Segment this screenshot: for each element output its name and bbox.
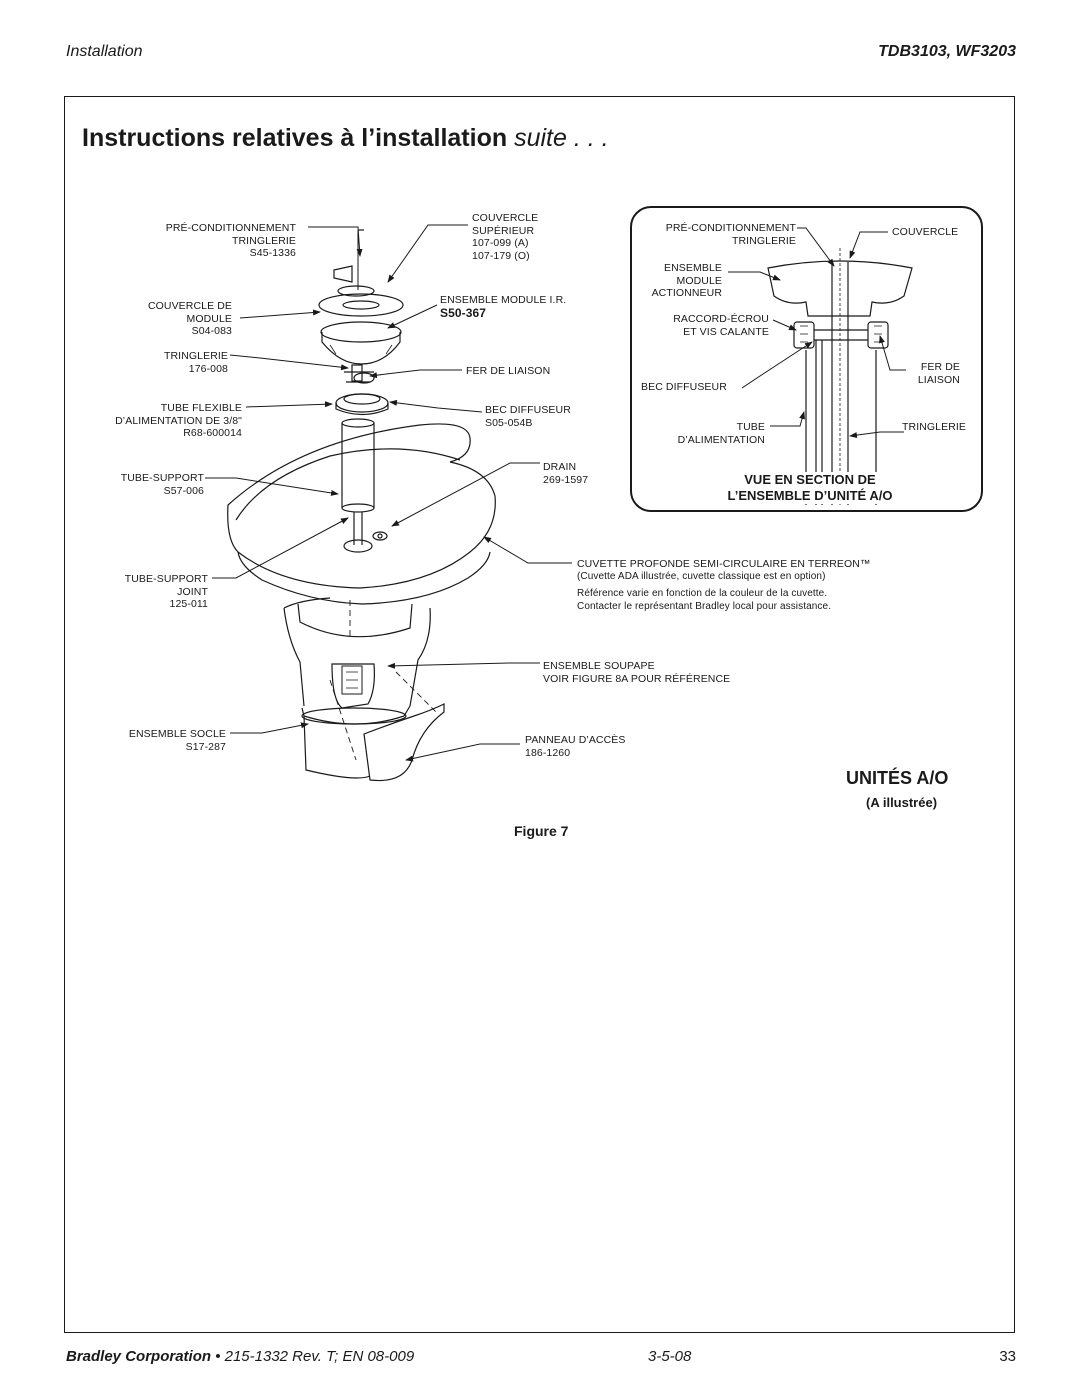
callout-ensemble-soupape: ENSEMBLE SOUPAPE VOIR FIGURE 8A POUR RÉF…: [543, 660, 730, 685]
callout-tringlerie: TRINGLERIE 176-008: [100, 350, 228, 375]
section-bec: BEC DIFFUSEUR: [641, 381, 727, 393]
section-tube: TUBE D’ALIMENTATION: [660, 421, 765, 446]
section-text: ACTIONNEUR: [651, 287, 722, 299]
section-text: FER DE: [920, 361, 960, 373]
section-text: ENSEMBLE: [664, 262, 722, 274]
callout-text: S05-054B: [485, 416, 533, 429]
section-text: D’ALIMENTATION: [677, 433, 765, 446]
callout-text: 107-179 (O): [472, 249, 530, 262]
callout-text: TUBE-SUPPORT: [120, 472, 204, 484]
callout-text: DRAIN: [543, 461, 577, 473]
title-suffix: suite . . .: [514, 124, 609, 152]
section-couvercle: COUVERCLE: [892, 226, 959, 238]
footer-company: Bradley Corporation: [66, 1348, 212, 1365]
callout-text: BEC DIFFUSEUR: [485, 404, 571, 416]
callout-text: D’ALIMENTATION DE 3/8": [115, 414, 242, 427]
callout-text: TUBE-SUPPORT: [124, 573, 208, 585]
section-fer-de-liaison: FER DE LIAISON: [896, 361, 960, 386]
callout-text: FER DE LIAISON: [466, 365, 551, 377]
callout-precond-tringlerie: PRÉ-CONDITIONNEMENT TRINGLERIE S45-1336: [140, 222, 296, 260]
header-section: Installation: [66, 43, 143, 60]
callout-text: TUBE FLEXIBLE: [160, 402, 242, 414]
section-title-line: VUE EN SECTION DE: [744, 472, 876, 487]
callout-drain: DRAIN 269-1597: [543, 461, 588, 486]
units-label: UNITÉS A/O: [846, 768, 949, 788]
callout-panneau-acces: PANNEAU D’ACCÈS 186-1260: [525, 734, 626, 759]
illustrated-note: (A illustrée): [866, 795, 938, 810]
footer-date: 3-5-08: [648, 1348, 692, 1365]
section-tringlerie: TRINGLERIE: [902, 421, 967, 433]
callout-text: (Cuvette ADA illustrée, cuvette classiqu…: [577, 570, 826, 582]
section-text: LIAISON: [917, 373, 960, 386]
callout-text: CUVETTE PROFONDE SEMI-CIRCULAIRE EN TERR…: [577, 558, 871, 570]
page-title: Instructions relatives à l’installation …: [82, 124, 609, 153]
section-text: PRÉ-CONDITIONNEMENT: [665, 222, 796, 234]
callout-text: PANNEAU D’ACCÈS: [525, 734, 626, 746]
callout-text: R68-600014: [183, 427, 242, 439]
section-text: MODULE: [676, 274, 722, 287]
callout-text: 107-099 (A): [472, 237, 529, 249]
callout-couvercle-superieur: COUVERCLE SUPÉRIEUR 107-099 (A) 107-179 …: [472, 212, 538, 262]
callout-text: S17-287: [185, 740, 226, 753]
callout-text: 269-1597: [543, 473, 589, 486]
section-title-line: L’ENSEMBLE D’UNITÉ A/O: [727, 488, 893, 503]
header-models: TDB3103, WF3203: [878, 43, 1016, 60]
callout-tube-support-joint: TUBE-SUPPORT JOINT 125-011: [80, 573, 208, 611]
title-main: Instructions relatives à l’installation: [82, 124, 508, 152]
callout-bec-diffuseur: BEC DIFFUSEUR S05-054B: [485, 404, 571, 429]
callout-text: S45-1336: [249, 247, 296, 259]
callout-ensemble-socle: ENSEMBLE SOCLE S17-287: [80, 728, 226, 753]
callout-text: TRINGLERIE: [231, 234, 296, 247]
callout-text: 125-011: [169, 598, 208, 610]
callout-text: SUPÉRIEUR: [472, 224, 535, 237]
callout-text: Contacter le représentant Bradley local …: [577, 600, 832, 612]
callout-text: COUVERCLE: [472, 212, 539, 224]
callout-tube-flexible: TUBE FLEXIBLE D’ALIMENTATION DE 3/8" R68…: [60, 402, 242, 440]
callout-tube-support: TUBE-SUPPORT S57-006: [80, 472, 204, 497]
footer-doc: Bradley Corporation • 215-1332 Rev. T; E…: [66, 1348, 414, 1365]
callout-text: 176-008: [188, 362, 228, 375]
section-text: ET VIS CALANTE: [683, 325, 769, 338]
callout-text: ENSEMBLE SOUPAPE: [543, 660, 655, 672]
callout-text: ENSEMBLE MODULE I.R.: [440, 294, 567, 306]
callout-text: Référence varie en fonction de la couleu…: [577, 588, 828, 599]
callout-text: 186-1260: [525, 746, 571, 759]
section-text: RACCORD-ÉCROU: [673, 313, 769, 325]
callout-text: VOIR FIGURE 8A POUR RÉFÉRENCE: [543, 672, 731, 685]
footer-doc-number: • 215-1332 Rev. T; EN 08-009: [211, 1348, 415, 1365]
page-frame: [64, 96, 1015, 1333]
callout-text: MODULE: [186, 312, 232, 325]
footer-page-number: 33: [999, 1348, 1016, 1365]
callout-cuvette: CUVETTE PROFONDE SEMI-CIRCULAIRE EN TERR…: [577, 558, 871, 613]
callout-text: ENSEMBLE SOCLE: [128, 728, 226, 740]
callout-text: TRINGLERIE: [163, 350, 228, 362]
callout-text: COUVERCLE DE: [147, 300, 232, 312]
section-text: TUBE: [736, 421, 765, 433]
callout-couvercle-module: COUVERCLE DE MODULE S04-083: [100, 300, 232, 338]
section-raccord: RACCORD-ÉCROU ET VIS CALANTE: [640, 313, 769, 338]
callout-text: JOINT: [177, 585, 208, 598]
callout-text: S04-083: [191, 325, 232, 337]
callout-part-number: S50-367: [440, 305, 487, 320]
callout-text: PRÉ-CONDITIONNEMENT: [165, 222, 296, 234]
callout-fer-liaison: FER DE LIAISON: [466, 365, 550, 378]
callout-module-ir: ENSEMBLE MODULE I.R. S50-367: [440, 294, 566, 319]
callout-text: S57-006: [163, 484, 204, 497]
section-precond: PRÉ-CONDITIONNEMENT TRINGLERIE: [630, 222, 796, 247]
figure-label: Figure 7: [514, 823, 569, 839]
section-ensemble-module: ENSEMBLE MODULE ACTIONNEUR: [640, 262, 722, 300]
section-view-title: VUE EN SECTION DE L’ENSEMBLE D’UNITÉ A/O: [690, 472, 930, 504]
section-text: TRINGLERIE: [731, 234, 796, 247]
